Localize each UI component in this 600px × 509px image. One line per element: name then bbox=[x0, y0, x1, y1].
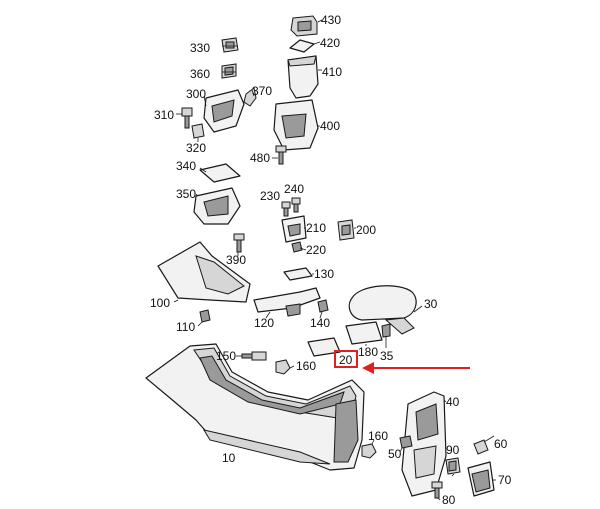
callout-310: 310 bbox=[154, 108, 174, 122]
part-100-trim-panel bbox=[157, 241, 251, 303]
part-360-clip bbox=[221, 63, 237, 79]
highlight-box bbox=[334, 350, 358, 368]
callout-370: 370 bbox=[252, 84, 272, 98]
callout-220: 220 bbox=[306, 243, 326, 257]
callout-100: 100 bbox=[150, 296, 170, 310]
part-390-screw bbox=[233, 233, 245, 253]
part-320-clip bbox=[191, 123, 205, 139]
part-350-bracket bbox=[193, 187, 241, 225]
part-40-rear-panel bbox=[401, 391, 447, 497]
callout-400: 400 bbox=[320, 119, 340, 133]
callout-420: 420 bbox=[320, 36, 340, 50]
part-410-cup-insert bbox=[287, 55, 319, 99]
callout-210: 210 bbox=[306, 221, 326, 235]
callout-20: 20 bbox=[339, 353, 353, 367]
part-200-switch bbox=[337, 219, 355, 241]
part-210-bracket bbox=[281, 215, 307, 243]
part-230-240-screws bbox=[281, 197, 301, 217]
part-420-pad bbox=[289, 39, 315, 53]
callout-160-upper: 160 bbox=[296, 359, 316, 373]
leader-lines bbox=[173, 19, 496, 501]
callout-200: 200 bbox=[356, 223, 376, 237]
callout-180: 180 bbox=[358, 345, 378, 359]
part-160-nut-lower bbox=[361, 443, 377, 459]
part-110-clip bbox=[199, 309, 211, 323]
callout-430: 430 bbox=[321, 13, 341, 27]
part-50-clip bbox=[399, 435, 413, 449]
callout-130: 130 bbox=[314, 267, 334, 281]
callout-140: 140 bbox=[310, 316, 330, 330]
callout-50: 50 bbox=[388, 447, 402, 461]
callout-90: 90 bbox=[446, 443, 460, 457]
callout-330: 330 bbox=[190, 41, 210, 55]
callout-30: 30 bbox=[424, 297, 438, 311]
part-30-armrest bbox=[348, 285, 417, 335]
part-340-gasket bbox=[199, 163, 241, 183]
part-70-tray bbox=[467, 461, 495, 497]
part-220-clip bbox=[291, 241, 303, 253]
callout-360: 360 bbox=[190, 67, 210, 81]
callout-80: 80 bbox=[442, 493, 456, 507]
part-180-pad bbox=[345, 321, 383, 345]
callout-160-lower: 160 bbox=[368, 429, 388, 443]
part-60-connector bbox=[473, 435, 495, 455]
callout-340: 340 bbox=[176, 159, 196, 173]
part-310-screw bbox=[181, 107, 193, 129]
part-430-cap bbox=[290, 15, 318, 37]
callout-410: 410 bbox=[322, 65, 342, 79]
part-140-clip bbox=[317, 299, 329, 313]
callout-120: 120 bbox=[254, 316, 274, 330]
callout-320: 320 bbox=[186, 141, 206, 155]
callout-390: 390 bbox=[226, 253, 246, 267]
callout-230: 230 bbox=[260, 189, 280, 203]
callout-150: 150 bbox=[216, 349, 236, 363]
callout-110: 110 bbox=[176, 320, 195, 334]
callout-300: 300 bbox=[186, 87, 206, 101]
callout-240: 240 bbox=[284, 182, 304, 196]
callout-35: 35 bbox=[380, 349, 394, 363]
part-300-housing bbox=[203, 89, 245, 133]
part-150-screw bbox=[241, 351, 267, 361]
part-10-center-console bbox=[145, 343, 365, 471]
callout-480: 480 bbox=[250, 151, 270, 165]
highlight-part-20 bbox=[334, 350, 470, 374]
part-120-trim-strip bbox=[253, 287, 321, 317]
highlight-arrowhead bbox=[362, 362, 374, 374]
part-130-pad bbox=[283, 267, 313, 281]
callout-labels: 430 420 410 330 360 370 300 310 400 320 … bbox=[150, 13, 512, 507]
part-80-screw bbox=[431, 481, 443, 499]
part-480-screw bbox=[275, 145, 287, 165]
callout-60: 60 bbox=[494, 437, 508, 451]
part-160-nut-upper bbox=[275, 359, 291, 375]
callout-10: 10 bbox=[222, 451, 236, 465]
part-90-switch bbox=[445, 457, 461, 475]
callout-70: 70 bbox=[498, 473, 512, 487]
callout-40: 40 bbox=[446, 395, 460, 409]
part-35-clip bbox=[381, 323, 391, 338]
part-330-clip bbox=[221, 37, 239, 53]
callout-350: 350 bbox=[176, 187, 196, 201]
part-400-storage-box bbox=[273, 99, 319, 151]
